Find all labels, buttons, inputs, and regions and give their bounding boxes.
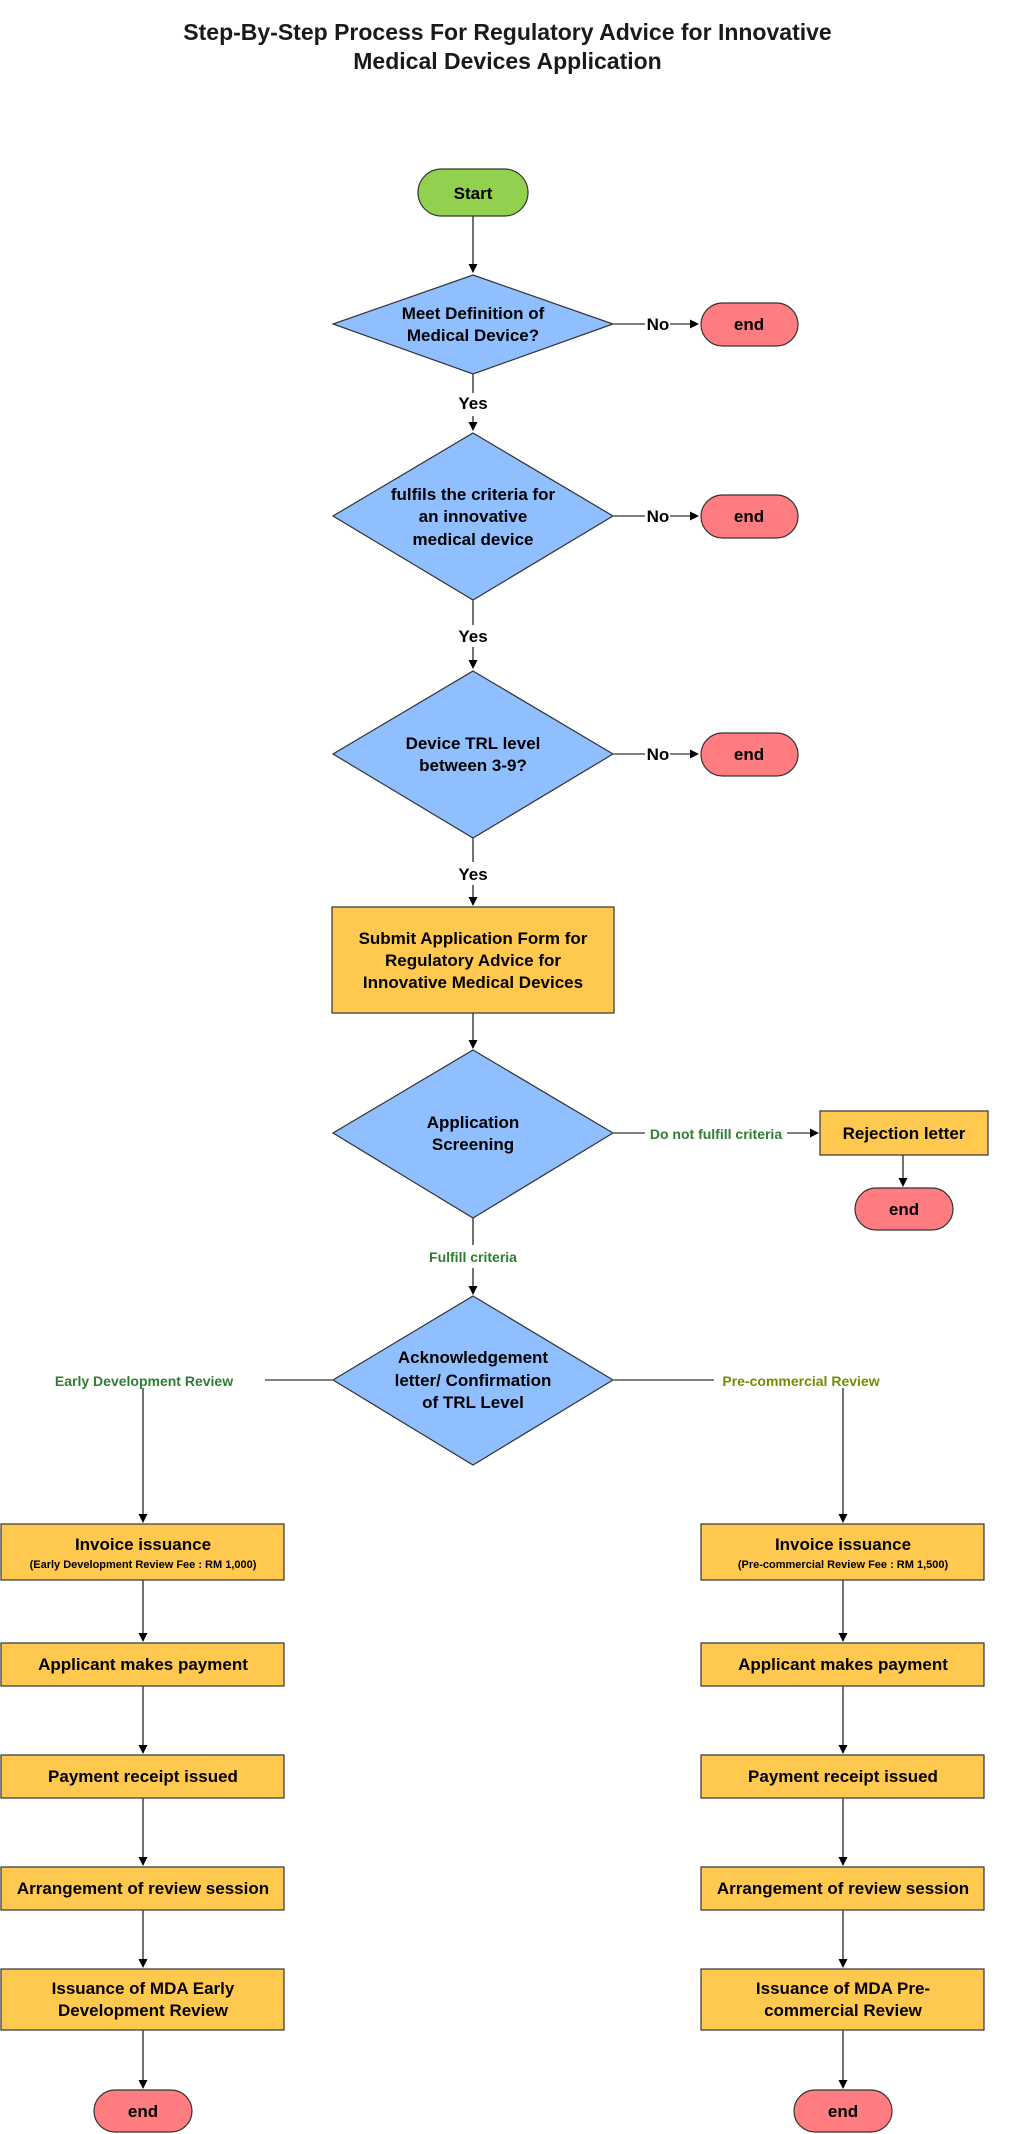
left-arrangement-box: Arrangement of review session xyxy=(0,1866,285,1911)
right-invoice-box: Invoice issuance (Pre-commercial Review … xyxy=(700,1523,985,1581)
decision-trl-level: Device TRL level between 3-9? xyxy=(331,670,615,839)
left-invoice-fee: (Early Development Review Fee : RM 1,000… xyxy=(30,1559,257,1571)
right-issuance-box: Issuance of MDA Pre- commercial Review xyxy=(700,1968,985,2031)
yes-label-1: Yes xyxy=(458,394,487,413)
end-label-2: end xyxy=(734,507,764,526)
end-label-rejection: end xyxy=(889,1200,919,1219)
submit-line-3: Innovative Medical Devices xyxy=(363,973,583,992)
right-arrangement-box: Arrangement of review session xyxy=(700,1866,985,1911)
left-payment-box: Applicant makes payment xyxy=(0,1642,285,1687)
left-receipt-box: Payment receipt issued xyxy=(0,1754,285,1799)
left-issuance-line-1: Issuance of MDA Early xyxy=(52,1979,235,1998)
decision-1-line-1: Meet Definition of xyxy=(402,304,545,323)
right-issuance-line-1: Issuance of MDA Pre- xyxy=(756,1979,930,1998)
start-node: Start xyxy=(417,168,529,217)
submit-line-1: Submit Application Form for xyxy=(359,929,588,948)
screening-line-1: Application xyxy=(427,1113,520,1132)
connectors xyxy=(138,216,908,2089)
rejection-letter-box: Rejection letter xyxy=(819,1110,989,1156)
left-invoice-box: Invoice issuance (Early Development Revi… xyxy=(0,1523,285,1581)
decision-2-line-3: medical device xyxy=(413,530,534,549)
decision-application-screening: Application Screening xyxy=(331,1049,615,1219)
no-label-1: No xyxy=(647,315,670,334)
page-title-line-1: Step-By-Step Process For Regulatory Advi… xyxy=(183,19,832,45)
start-label: Start xyxy=(454,184,493,203)
left-receipt-label: Payment receipt issued xyxy=(48,1767,238,1786)
fulfill-criteria-label: Fulfill criteria xyxy=(429,1249,517,1265)
end-label-3: end xyxy=(734,745,764,764)
submit-application-box: Submit Application Form for Regulatory A… xyxy=(331,906,615,1014)
right-invoice-label: Invoice issuance xyxy=(775,1535,911,1554)
yes-label-3: Yes xyxy=(458,865,487,884)
end-label-1: end xyxy=(734,315,764,334)
no-label-3: No xyxy=(647,745,670,764)
early-development-review-label: Early Development Review xyxy=(55,1373,233,1389)
decision-2-line-1: fulfils the criteria for xyxy=(391,485,556,504)
right-issuance-line-2: commercial Review xyxy=(764,2001,923,2020)
yes-label-2: Yes xyxy=(458,627,487,646)
left-arrangement-label: Arrangement of review session xyxy=(17,1879,269,1898)
pre-commercial-review-label: Pre-commercial Review xyxy=(722,1373,879,1389)
right-payment-label: Applicant makes payment xyxy=(738,1655,948,1674)
submit-line-2: Regulatory Advice for xyxy=(385,951,561,970)
no-label-2: No xyxy=(647,507,670,526)
end-node-3: end xyxy=(700,732,799,777)
left-issuance-line-2: Development Review xyxy=(58,2001,229,2020)
right-invoice-fee: (Pre-commercial Review Fee : RM 1,500) xyxy=(738,1559,949,1571)
not-fulfill-criteria-label: Do not fulfill criteria xyxy=(650,1126,782,1142)
end-node-2: end xyxy=(700,494,799,539)
decision-1-line-2: Medical Device? xyxy=(407,326,539,345)
ack-line-1: Acknowledgement xyxy=(398,1348,549,1367)
end-node-right: end xyxy=(793,2089,893,2133)
page-title-line-2: Medical Devices Application xyxy=(353,48,662,74)
ack-line-2: letter/ Confirmation xyxy=(395,1371,552,1390)
left-payment-label: Applicant makes payment xyxy=(38,1655,248,1674)
decision-3-line-2: between 3-9? xyxy=(419,756,527,775)
end-node-rejection: end xyxy=(854,1187,954,1231)
decision-innovative-criteria: fulfils the criteria for an innovative m… xyxy=(331,432,615,601)
right-receipt-label: Payment receipt issued xyxy=(748,1767,938,1786)
end-node-left: end xyxy=(93,2089,193,2133)
decision-3-line-1: Device TRL level xyxy=(406,734,541,753)
right-arrangement-label: Arrangement of review session xyxy=(717,1879,969,1898)
rejection-letter-label: Rejection letter xyxy=(843,1124,966,1143)
end-label-left: end xyxy=(128,2102,158,2121)
left-issuance-box: Issuance of MDA Early Development Review xyxy=(0,1968,285,2031)
decision-2-line-2: an innovative xyxy=(419,507,528,526)
end-node-1: end xyxy=(700,302,799,347)
right-payment-box: Applicant makes payment xyxy=(700,1642,985,1687)
ack-line-3: of TRL Level xyxy=(422,1393,524,1412)
left-invoice-label: Invoice issuance xyxy=(75,1535,211,1554)
screening-line-2: Screening xyxy=(432,1135,514,1154)
end-label-right: end xyxy=(828,2102,858,2121)
right-receipt-box: Payment receipt issued xyxy=(700,1754,985,1799)
decision-medical-device-definition: Meet Definition of Medical Device? xyxy=(331,274,615,375)
decision-acknowledgement: Acknowledgement letter/ Confirmation of … xyxy=(331,1295,615,1466)
